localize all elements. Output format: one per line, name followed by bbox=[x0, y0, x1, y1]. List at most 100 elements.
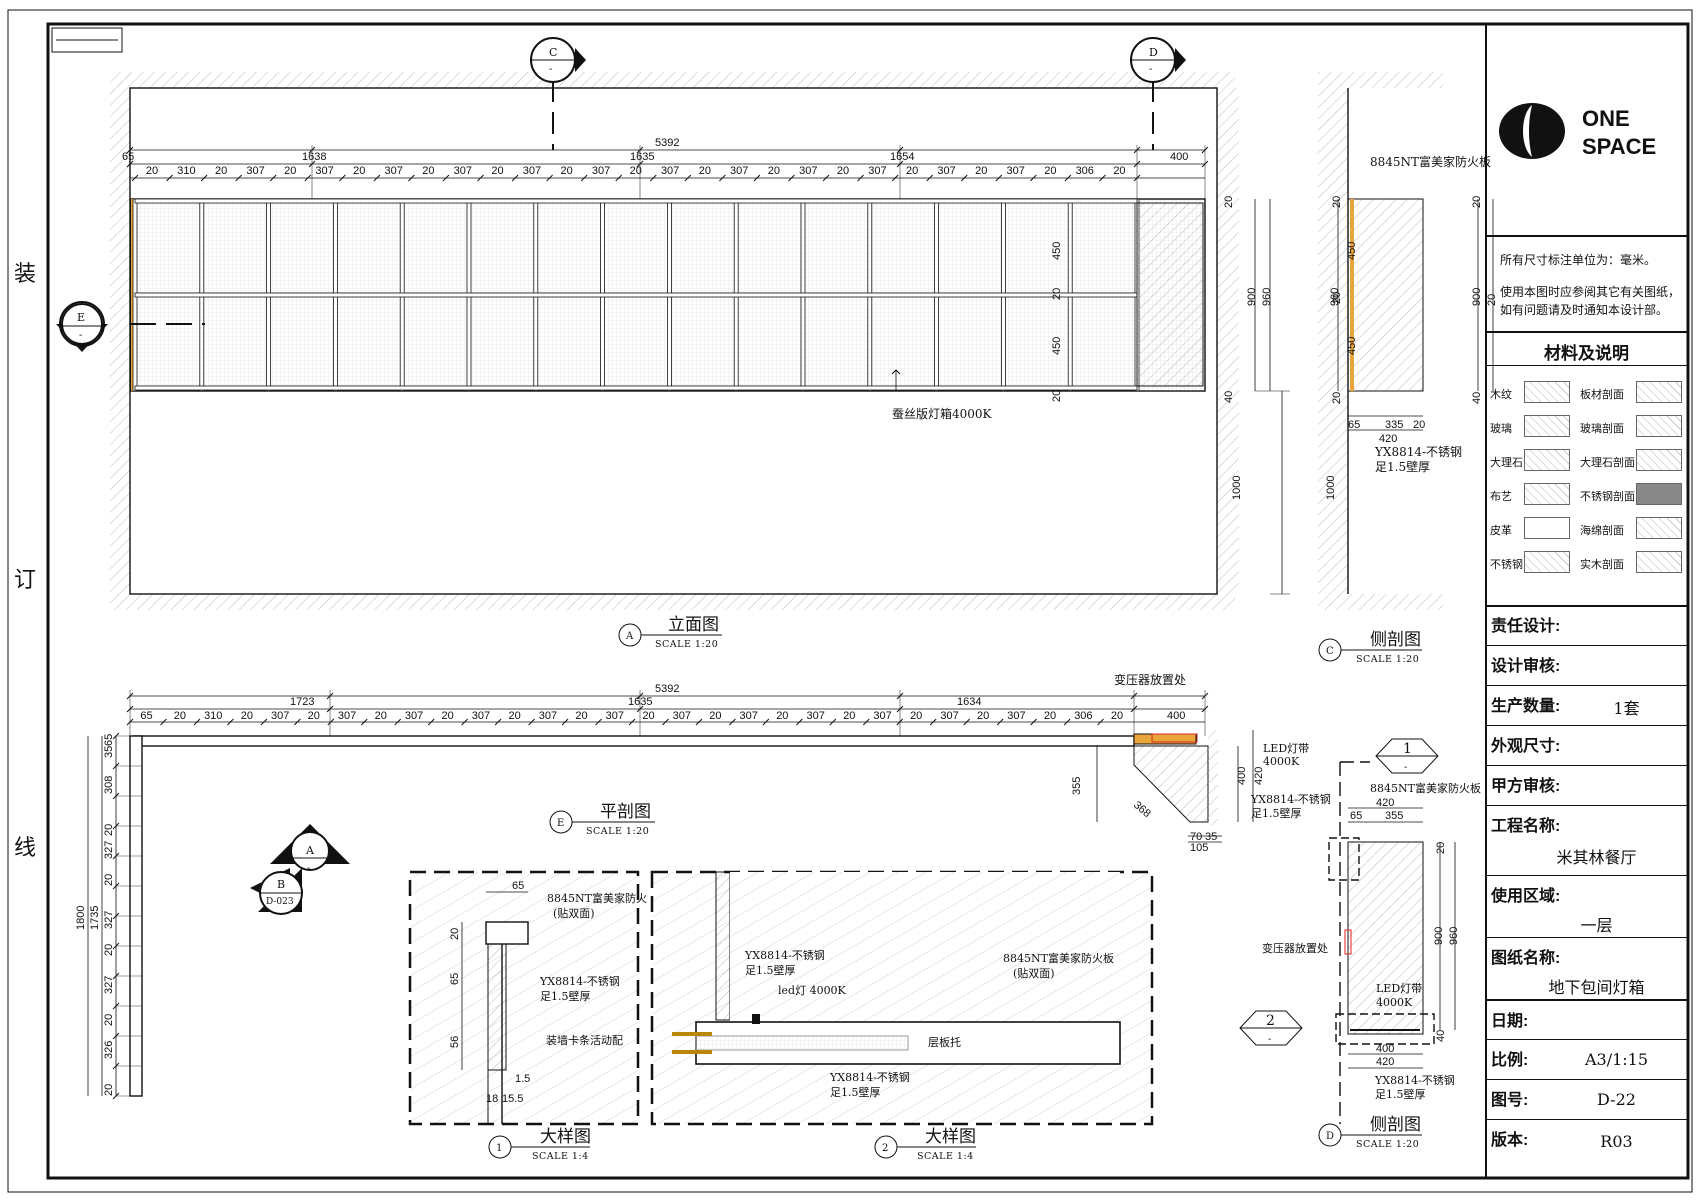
dim-text: 420 bbox=[1379, 433, 1397, 445]
dim-text: 307 bbox=[1007, 710, 1025, 722]
material-swatch bbox=[1636, 449, 1682, 471]
section-mark-e[interactable]: E - bbox=[56, 301, 108, 352]
material-label: 海绵剖面 bbox=[1580, 524, 1624, 537]
svg-text:-: - bbox=[1149, 64, 1152, 75]
svg-text:平剖图: 平剖图 bbox=[600, 802, 651, 822]
dim-text: 450 bbox=[1051, 337, 1063, 355]
hex-mark-1[interactable]: 1 - bbox=[1375, 738, 1439, 774]
dim-text: 1735 bbox=[89, 906, 101, 930]
svg-text:4000K: 4000K bbox=[1376, 996, 1413, 1009]
dim-text: 20 bbox=[642, 710, 654, 722]
material-label: 板材剖面 bbox=[1580, 388, 1624, 401]
dim-text: 20 bbox=[1111, 710, 1123, 722]
svg-text:D-023: D-023 bbox=[266, 897, 294, 907]
svg-text:C: C bbox=[549, 46, 557, 59]
detail-2-view: YX8814-不锈钢 足1.5壁厚 led灯 4000K 8845NT富美家防火… bbox=[650, 870, 1154, 1126]
dim-text: 327 bbox=[103, 976, 115, 994]
svg-text:8845NT富美家防火板: 8845NT富美家防火板 bbox=[1370, 781, 1481, 795]
dim-text: 20 bbox=[491, 165, 503, 177]
dim-text: 307 bbox=[523, 165, 541, 177]
dim-text: 900 bbox=[1433, 927, 1445, 945]
dim-text: 20 bbox=[1051, 288, 1063, 300]
hex-mark-2[interactable]: 2 - bbox=[1239, 1010, 1303, 1046]
dim-text: 307 bbox=[315, 165, 333, 177]
project-value: 米其林餐厅 bbox=[1556, 848, 1637, 867]
dim-text: 20 bbox=[910, 710, 922, 722]
dim-text: 307 bbox=[868, 165, 886, 177]
svg-text:-: - bbox=[307, 863, 310, 874]
dim-text: 400 bbox=[1170, 151, 1188, 163]
appearance-label: 外观尺寸: bbox=[1491, 738, 1561, 755]
dim-text: 20 bbox=[174, 710, 186, 722]
svg-text:2: 2 bbox=[882, 1143, 888, 1154]
dim-text: 1000 bbox=[1231, 476, 1243, 500]
dim-text: 355 bbox=[1071, 777, 1083, 795]
version-value: R03 bbox=[1600, 1132, 1633, 1151]
dim-text: 70 bbox=[1190, 831, 1202, 843]
detail-1-view: 8845NT富美家防火 (贴双面) YX8814-不锈钢 足1.5壁厚 装墙卡条… bbox=[408, 870, 647, 1126]
dim-text: 20 bbox=[1223, 196, 1235, 208]
title-detail-2: 2 大样图 SCALE 1:4 bbox=[874, 1127, 976, 1162]
svg-text:1: 1 bbox=[1403, 741, 1412, 757]
dim-text: 35 bbox=[103, 746, 115, 758]
dim-text: 20 bbox=[630, 165, 642, 177]
material-swatch bbox=[1636, 415, 1682, 437]
svg-text:SCALE 1:20: SCALE 1:20 bbox=[586, 826, 649, 837]
dim-text: 20 bbox=[284, 165, 296, 177]
svg-text:足1.5壁厚: 足1.5壁厚 bbox=[745, 963, 796, 977]
dim-text: 420 bbox=[1376, 797, 1394, 809]
logo-mark-icon bbox=[1499, 103, 1565, 159]
section-mark-d[interactable]: D - bbox=[1130, 37, 1186, 83]
dim-text: 310 bbox=[177, 165, 195, 177]
svg-text:E: E bbox=[77, 311, 85, 324]
dim-text: 20 bbox=[215, 165, 227, 177]
material-swatch bbox=[1524, 415, 1570, 437]
svg-text:SCALE 1:20: SCALE 1:20 bbox=[655, 639, 718, 650]
dim-text: 307 bbox=[1006, 165, 1024, 177]
dim-text: 20 bbox=[1331, 292, 1343, 304]
material-label: 木纹 bbox=[1490, 388, 1512, 401]
svg-text:大样图: 大样图 bbox=[540, 1127, 591, 1147]
material-swatch bbox=[1636, 517, 1682, 539]
svg-text:足1.5壁厚: 足1.5壁厚 bbox=[830, 1085, 881, 1099]
dim-text: 960 bbox=[1448, 927, 1460, 945]
svg-text:8845NT富美家防火板: 8845NT富美家防火板 bbox=[1003, 951, 1114, 965]
dim-text: 1654 bbox=[890, 151, 914, 163]
svg-text:YX8814-不锈钢: YX8814-不锈钢 bbox=[539, 975, 620, 988]
dim-text: 35 bbox=[1205, 831, 1217, 843]
svg-text:-: - bbox=[1268, 1034, 1271, 1045]
dim-text: 20 bbox=[103, 1014, 115, 1026]
dim-text: 20 bbox=[442, 710, 454, 722]
material-swatch bbox=[1524, 449, 1570, 471]
material-swatch bbox=[1636, 381, 1682, 403]
area-label: 使用区域: bbox=[1491, 888, 1561, 905]
dim-text: 400 bbox=[1236, 767, 1248, 785]
dim-text: 1638 bbox=[302, 151, 326, 163]
svg-text:SCALE 1:4: SCALE 1:4 bbox=[917, 1151, 974, 1162]
dim-text: 368 bbox=[1131, 799, 1153, 820]
dim-text: 307 bbox=[472, 710, 490, 722]
section-mark-c[interactable]: C - bbox=[530, 37, 586, 83]
dim-text: 20 bbox=[560, 165, 572, 177]
svg-text:4000K: 4000K bbox=[1263, 755, 1300, 768]
dim-text: 307 bbox=[740, 710, 758, 722]
binding-mark: 装 bbox=[14, 262, 37, 287]
material-swatch bbox=[1524, 551, 1570, 573]
dim-text: 307 bbox=[730, 165, 748, 177]
dim-text: 20 bbox=[776, 710, 788, 722]
drawing-label: 图纸名称: bbox=[1491, 950, 1561, 967]
dim-text: 20 bbox=[1331, 392, 1343, 404]
detail-mark-ab[interactable]: A - B D-023 bbox=[250, 824, 350, 915]
dim-text: 310 bbox=[204, 710, 222, 722]
dim-text: 20 bbox=[977, 710, 989, 722]
dim-text: 20 bbox=[975, 165, 987, 177]
svg-text:层板托: 层板托 bbox=[928, 1035, 961, 1049]
dim-text: 20 bbox=[1471, 196, 1483, 208]
dim-text: 355 bbox=[1385, 810, 1403, 822]
dim-text: 306 bbox=[1074, 710, 1092, 722]
dim-text: 20 bbox=[508, 710, 520, 722]
svg-text:-: - bbox=[1404, 762, 1407, 773]
materials-title: 材料及说明 bbox=[1544, 344, 1629, 363]
